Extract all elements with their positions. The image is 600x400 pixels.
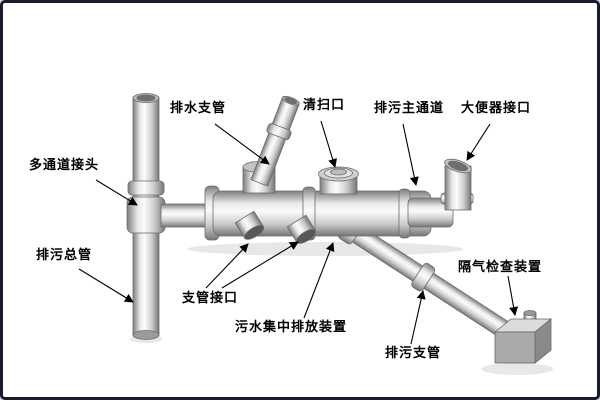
toilet-connector-elbow bbox=[440, 158, 474, 211]
label-cleanout: 清扫口 bbox=[303, 97, 346, 112]
trap-inspection-box bbox=[493, 310, 553, 364]
branch-ports bbox=[234, 210, 317, 244]
main-discharge-body bbox=[204, 185, 454, 241]
label-soil-stack: 排污总管 bbox=[36, 247, 93, 262]
label-main-channel: 排污主通道 bbox=[374, 100, 445, 115]
label-multi-connector: 多通道接头 bbox=[29, 157, 100, 172]
label-discharge-device: 污水集中排放装置 bbox=[235, 319, 348, 334]
label-drain-branch: 排水支管 bbox=[170, 100, 227, 115]
label-sewage-branch: 排污支管 bbox=[385, 345, 442, 360]
label-toilet-port: 大便器接口 bbox=[461, 100, 532, 115]
soil-stack-pipe bbox=[126, 93, 166, 340]
pipe-diagram bbox=[78, 93, 553, 375]
multi-channel-tee bbox=[160, 203, 212, 228]
label-branch-port: 支管接口 bbox=[182, 290, 239, 305]
drain-branch-pipe bbox=[242, 95, 300, 194]
cleanout-cap bbox=[318, 166, 359, 195]
leader-arrows bbox=[78, 120, 519, 345]
label-trap-device: 隔气检查装置 bbox=[458, 259, 543, 274]
